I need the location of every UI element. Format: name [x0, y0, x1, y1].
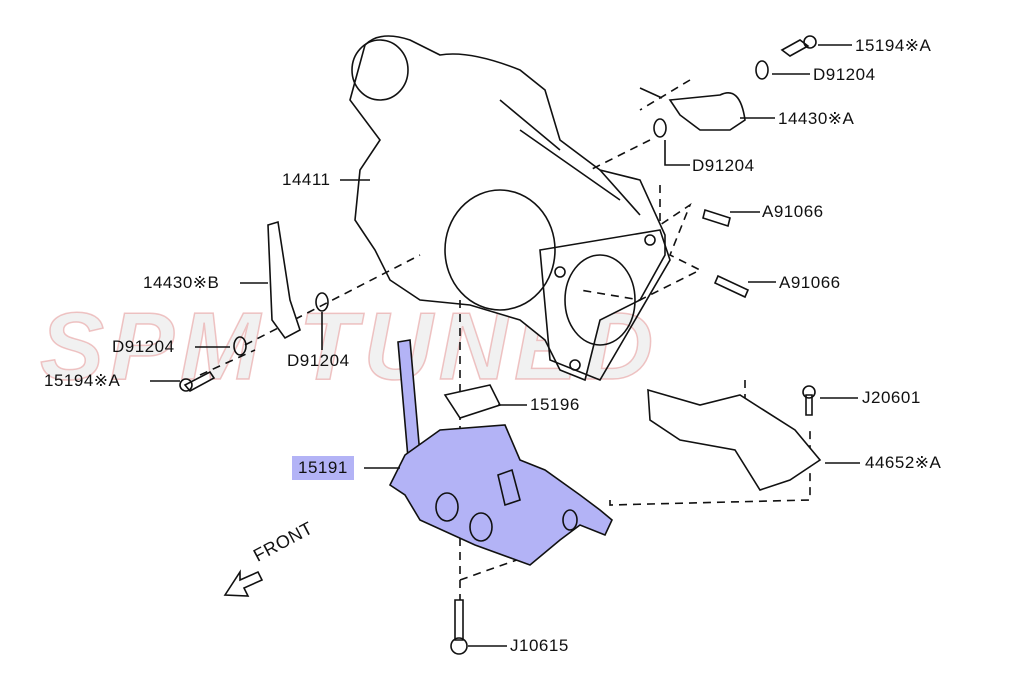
fasteners: [179, 35, 817, 655]
part-label-a91066[interactable]: A91066: [779, 273, 841, 292]
part-label-14430b[interactable]: 14430※B: [143, 273, 220, 292]
hose-14430b: [267, 220, 301, 340]
label-leaders: [150, 44, 860, 647]
part-label-j10615[interactable]: J10615: [510, 636, 569, 655]
part-label-d91204[interactable]: D91204: [692, 156, 755, 175]
part-label-15191-highlighted[interactable]: 15191: [292, 456, 354, 480]
part-label-d91204[interactable]: D91204: [813, 65, 876, 84]
heat-shield-44652a: [647, 388, 822, 491]
part-label-j20601[interactable]: J20601: [862, 388, 921, 407]
part-label-15194a[interactable]: 15194※A: [855, 36, 932, 55]
part-label-14430a[interactable]: 14430※A: [778, 109, 855, 128]
oil-pipe-assembly-15191: [388, 339, 613, 566]
front-arrow-icon: [223, 569, 264, 597]
part-label-44652a[interactable]: 44652※A: [865, 453, 942, 472]
oil-pipe-14430a: [668, 92, 746, 131]
flow-arrow: [639, 87, 663, 99]
part-label-d91204[interactable]: D91204: [287, 351, 350, 370]
gasket-15196: [443, 384, 502, 419]
part-label-d91204[interactable]: D91204: [112, 337, 175, 356]
part-label-15194a[interactable]: 15194※A: [44, 371, 121, 390]
part-label-14411[interactable]: 14411: [282, 170, 331, 189]
part-label-15196[interactable]: 15196: [530, 395, 580, 414]
turbocharger-14411: [349, 35, 671, 382]
part-label-a91066[interactable]: A91066: [762, 202, 824, 221]
